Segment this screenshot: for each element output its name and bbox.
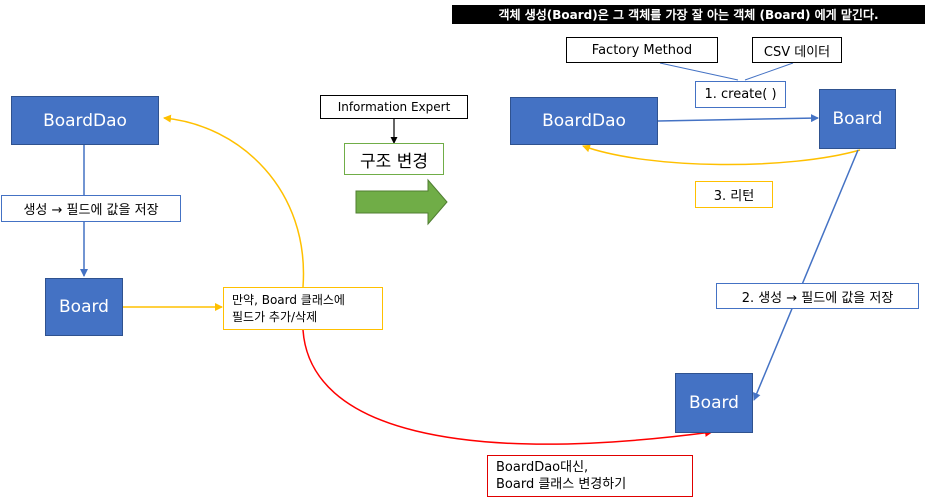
- factory-connector: [659, 62, 739, 81]
- csv-data-label: CSV 데이터: [752, 37, 842, 63]
- return-label: 3. 리턴: [695, 181, 773, 208]
- left-change-note-line2: 필드가 추가/삭제: [232, 309, 318, 324]
- right-boarddao-node: BoardDao: [510, 97, 658, 145]
- left-boarddao-node: BoardDao: [11, 96, 159, 145]
- left-change-note: 만약, Board 클래스에 필드가 추가/삭제: [223, 287, 383, 330]
- principle-banner: 객체 생성(Board)은 그 객체를 가장 잘 아는 객체 (Board) 에…: [452, 5, 925, 24]
- bottom-change-note-line1: BoardDao대신,: [496, 460, 589, 475]
- restructure-label: 구조 변경: [344, 143, 444, 175]
- bottom-change-note-line2: Board 클래스 변경하기: [496, 477, 627, 492]
- left-board-node: Board: [45, 278, 123, 336]
- left-note-to-boarddao-connector: [163, 114, 305, 288]
- red-change-connector: [302, 329, 713, 445]
- left-create-label: 생성 → 필드에 값을 저장: [1, 195, 181, 222]
- store-label: 2. 생성 → 필드에 값을 저장: [716, 283, 919, 309]
- right-create-connector: [657, 114, 819, 123]
- csv-connector: [744, 62, 794, 81]
- left-change-note-line1: 만약, Board 클래스에: [232, 292, 345, 307]
- green-transform-arrow: [355, 178, 448, 226]
- bottom-change-note: BoardDao대신, Board 클래스 변경하기: [487, 455, 693, 497]
- right-board-bottom-node: Board: [675, 373, 753, 433]
- right-return-connector: [582, 144, 861, 166]
- create-call-label: 1. create( ): [695, 81, 786, 108]
- information-expert-label: Information Expert: [320, 95, 468, 119]
- right-board-top-node: Board: [819, 89, 896, 149]
- right-store-connector: [752, 149, 859, 401]
- factory-method-label: Factory Method: [566, 37, 718, 63]
